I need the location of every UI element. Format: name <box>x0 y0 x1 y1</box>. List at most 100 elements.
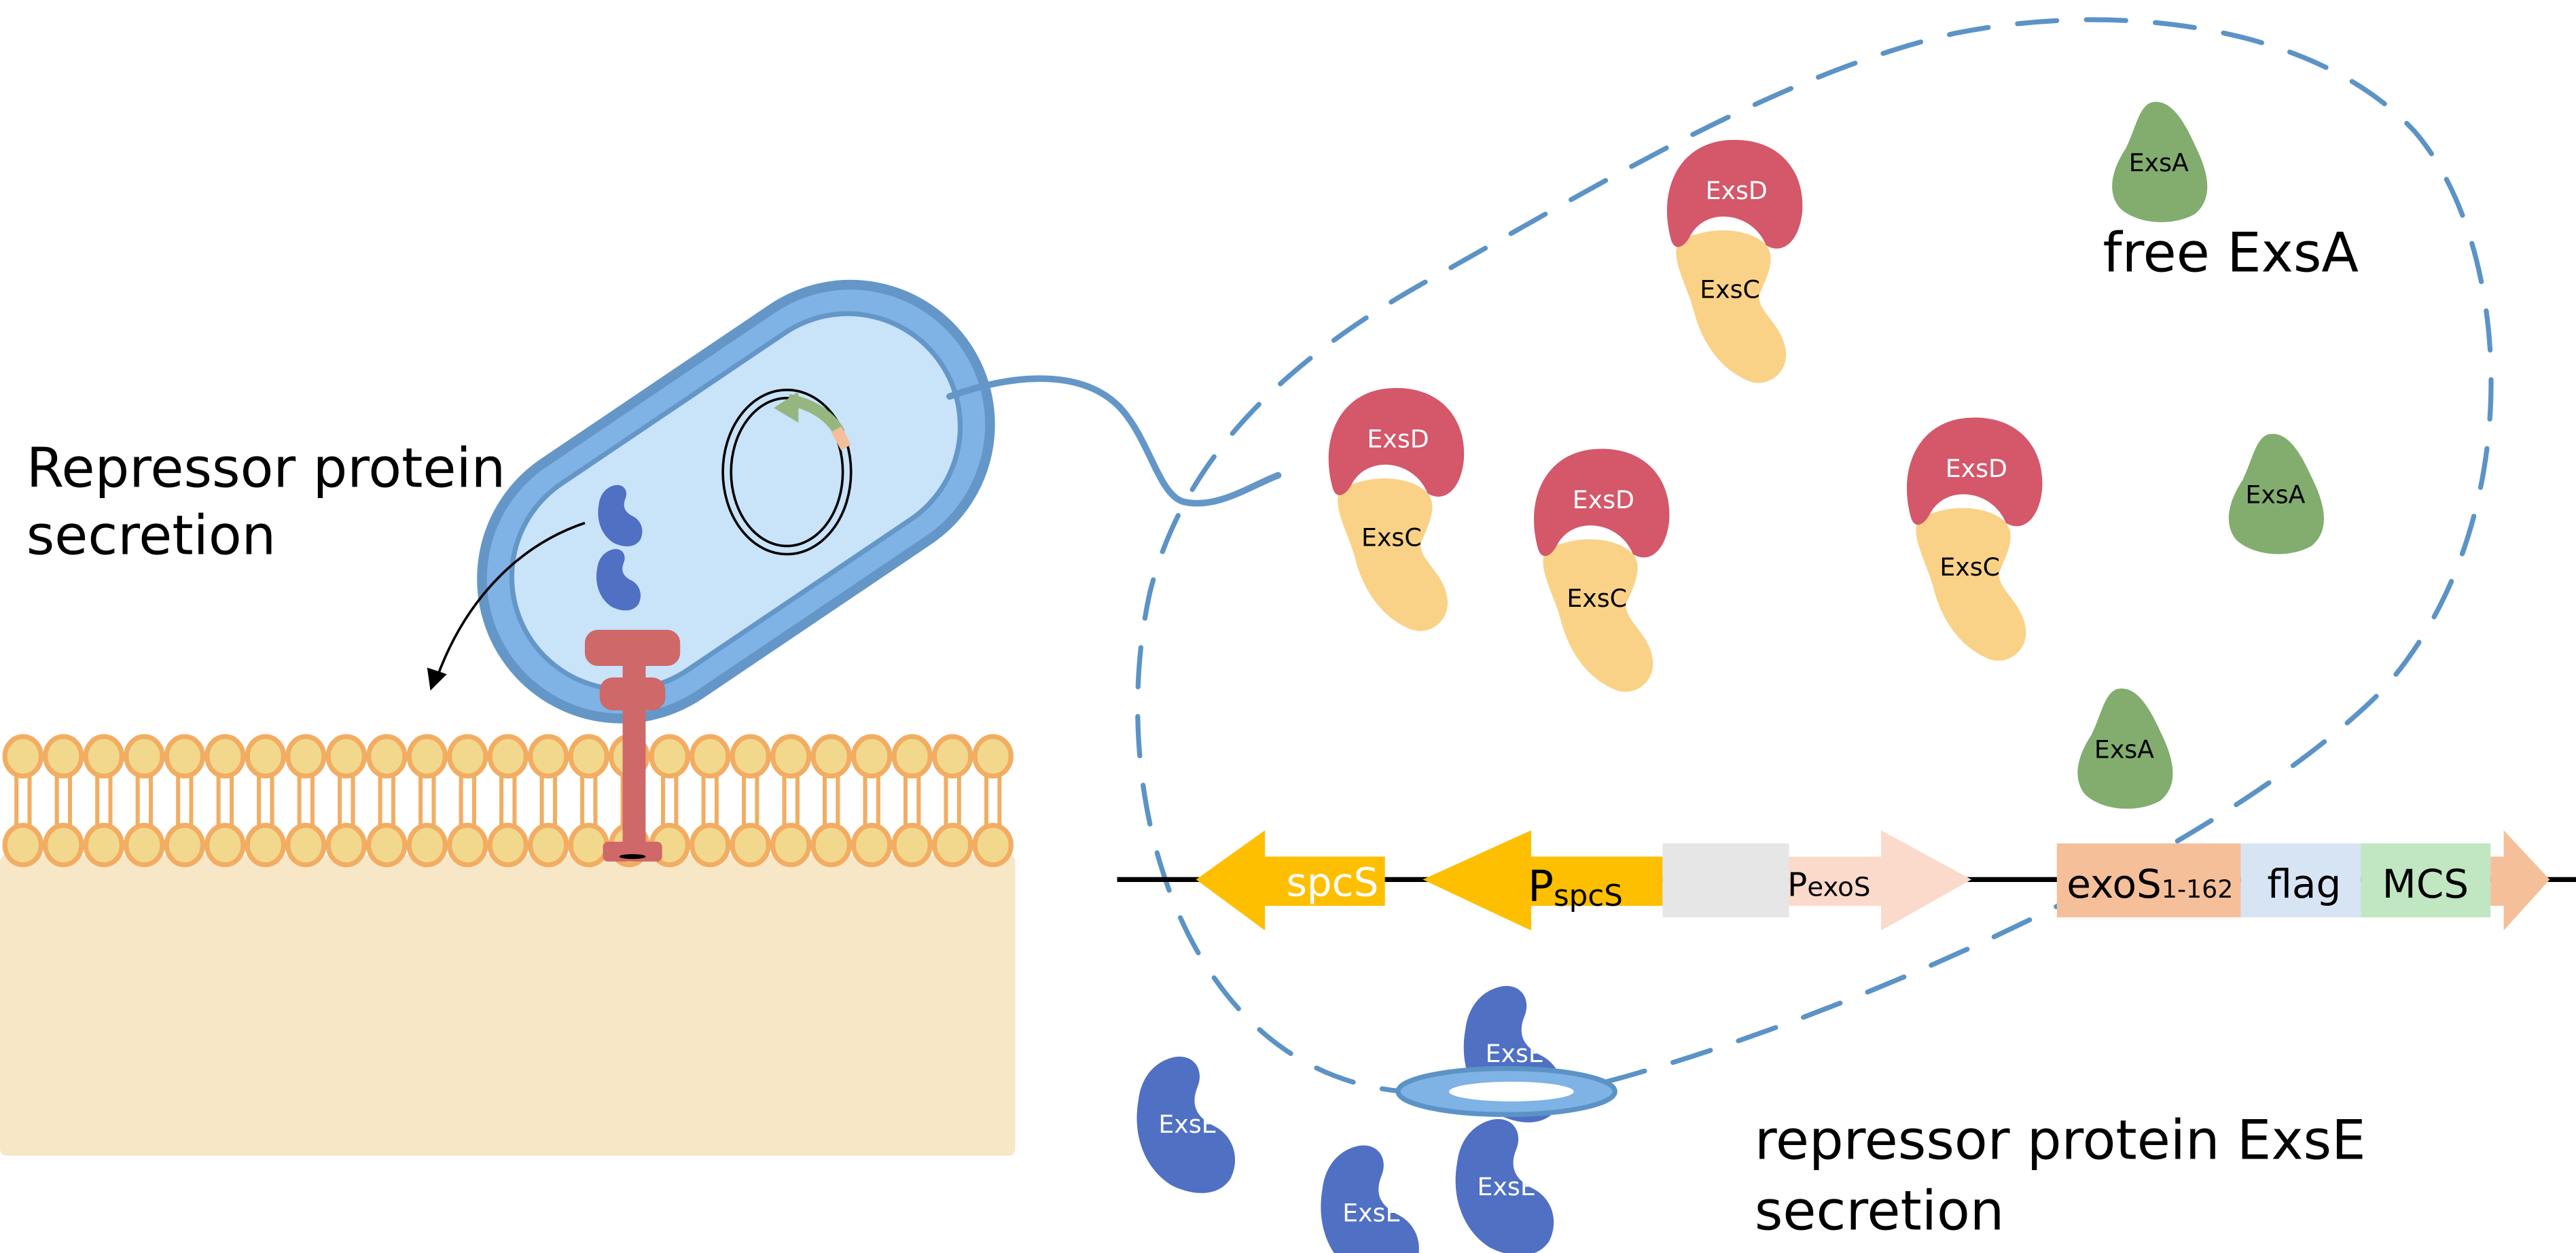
lipid-head <box>528 822 569 868</box>
exsc-protein-label: ExsC <box>1939 552 2000 582</box>
lipid-head <box>406 822 448 868</box>
exsd-protein: ExsD <box>1906 417 2043 527</box>
lipid-head <box>325 822 368 868</box>
lipid-head <box>245 734 287 779</box>
lipid-head <box>730 734 771 779</box>
host-tissue <box>0 855 1016 1156</box>
lipid-head <box>2 734 44 779</box>
exse-protein-label: ExsE <box>1486 1039 1544 1068</box>
exse-protein: ExsE <box>1321 1145 1419 1253</box>
spcs-gene-arrow <box>1196 830 1385 931</box>
lipid-head <box>487 734 529 779</box>
exsa-protein-label: ExsA <box>2129 148 2189 177</box>
lipid-head <box>770 734 812 779</box>
spcs-label: spcS <box>1287 860 1379 906</box>
exos-arrowhead <box>2490 830 2550 931</box>
flagellum <box>946 375 1282 507</box>
lipid-head <box>891 734 933 779</box>
lipid-head <box>43 822 84 868</box>
lipid-head <box>447 822 488 868</box>
lipid-head <box>972 734 1014 779</box>
lipid-head <box>487 822 529 868</box>
flag-label: flag <box>2267 861 2341 907</box>
exsc-protein: ExsC <box>1676 230 1787 383</box>
exsd-exsc-complex: ExsC ExsD <box>1328 388 1465 631</box>
lipid-head <box>325 734 368 779</box>
left-label-line1: Repressor protein <box>26 436 506 499</box>
lipid-bilayer <box>2 734 1014 868</box>
lipid-head <box>124 822 165 868</box>
lipid-head <box>83 734 125 779</box>
exse-protein-label: ExsE <box>1158 1110 1217 1139</box>
exsd-exsc-complex: ExsC ExsD <box>1906 417 2043 661</box>
lipid-head <box>406 734 448 779</box>
lipid-head <box>164 822 206 868</box>
exsd-exsc-complex: ExsC ExsD <box>1666 139 1803 383</box>
exsc-protein-label: ExsC <box>1700 275 1760 304</box>
lipid-head <box>931 822 973 868</box>
lipid-head <box>164 734 206 779</box>
exsd-protein-label: ExsD <box>1946 454 2007 483</box>
exsa-protein-label: ExsA <box>2094 735 2154 764</box>
pexos-label: PexoS <box>1787 866 1870 904</box>
exsc-protein: ExsC <box>1338 478 1448 631</box>
lipid-head <box>891 822 933 868</box>
lipid-head <box>689 734 731 779</box>
exsd-protein: ExsD <box>1666 139 1803 249</box>
lipid-head <box>2 822 44 868</box>
arrowhead-icon <box>427 667 447 691</box>
lipid-head <box>366 822 408 868</box>
exos-label: exoS1-162 <box>2067 861 2233 907</box>
spacer-block <box>1662 843 1789 918</box>
pspcs-label: PspcS <box>1528 862 1623 913</box>
lipid-head <box>245 822 287 868</box>
lipid-head <box>810 734 852 779</box>
exse-protein: ExsE <box>1137 1056 1236 1193</box>
exsa-protein: ExsA <box>2112 101 2208 222</box>
lipid-head <box>972 822 1014 868</box>
exsa-protein: ExsA <box>2077 688 2173 809</box>
lipid-head <box>851 734 893 779</box>
lipid-head <box>528 734 569 779</box>
lipid-head <box>568 734 609 779</box>
lipid-head <box>447 734 488 779</box>
plasmid-icon <box>721 388 853 556</box>
free-exsa-label: free ExsA <box>2103 222 2359 285</box>
lipid-head <box>770 822 812 868</box>
pexos-promoter-arrow <box>1789 830 1972 931</box>
exse-protein-label: ExsE <box>1478 1172 1536 1201</box>
exsd-protein: ExsD <box>1533 448 1670 558</box>
lipid-head <box>366 734 408 779</box>
exsd-protein-label: ExsD <box>1573 485 1634 514</box>
exsd-protein-label: ExsD <box>1367 424 1429 453</box>
lipid-head <box>689 822 731 868</box>
lipid-head <box>649 734 690 779</box>
lipid-head <box>204 734 246 779</box>
mcs-block <box>2361 843 2491 918</box>
secretion-apparatus <box>584 629 681 862</box>
flag-block <box>2240 843 2361 918</box>
lipid-head <box>83 822 125 868</box>
exse-protein: ExsE <box>1455 1118 1554 1253</box>
lipid-head <box>285 822 327 868</box>
exsc-protein-label: ExsC <box>1567 584 1627 613</box>
bottom-label-line1: repressor protein ExsE <box>1755 1109 2366 1172</box>
exsa-protein-label: ExsA <box>2245 480 2305 510</box>
exsc-protein: ExsC <box>1916 508 2026 661</box>
dashed-outline <box>1135 17 2494 1095</box>
exsd-protein-label: ExsD <box>1706 176 1768 205</box>
pspcs-promoter-arrow <box>1423 830 1663 931</box>
bottom-label-line2: secretion <box>1755 1180 2005 1243</box>
exse-protein-label: ExsE <box>1342 1198 1401 1227</box>
exsd-protein: ExsD <box>1328 388 1465 497</box>
exsc-protein-label: ExsC <box>1361 523 1422 552</box>
lipid-head <box>810 822 852 868</box>
lipid-head <box>124 734 165 779</box>
exse-protein: ExsE <box>1463 985 1562 1123</box>
exsa-protein: ExsA <box>2228 434 2324 554</box>
lipid-head <box>851 822 893 868</box>
lipid-head <box>931 734 973 779</box>
exsc-protein: ExsC <box>1543 539 1653 692</box>
exsd-exsc-complex: ExsC ExsD <box>1533 448 1670 692</box>
